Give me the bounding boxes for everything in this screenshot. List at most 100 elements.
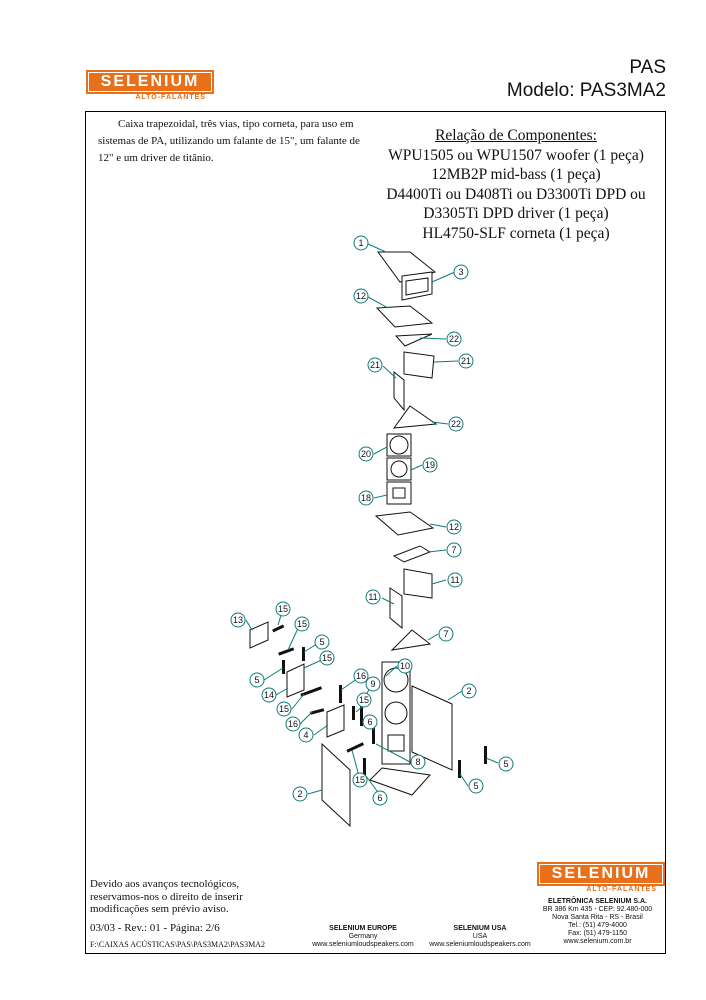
driver-hole [387, 734, 405, 752]
svg-text:11: 11 [450, 575, 459, 585]
svg-text:12: 12 [449, 522, 459, 532]
svg-text:2: 2 [297, 789, 302, 799]
svg-text:4: 4 [303, 730, 308, 740]
callout-19: 19 [422, 457, 438, 473]
brand-name: SELENIUM [537, 862, 665, 886]
callout-12: 12 [353, 288, 369, 304]
brand-tagline: ALTO-FALANTES [586, 886, 657, 893]
callout-2: 2 [461, 683, 477, 699]
svg-text:3: 3 [458, 267, 463, 277]
address-name: SELENIUM EUROPE [329, 925, 397, 932]
address-line: Fax: (51) 479-1150 [567, 930, 627, 937]
svg-text:16: 16 [356, 671, 366, 681]
callout-15: 15 [352, 772, 368, 788]
callout-21: 21 [367, 357, 383, 373]
callout-20: 20 [358, 446, 374, 462]
brace-6b [363, 758, 366, 780]
svg-text:21: 21 [461, 356, 471, 366]
header-model: Modelo: PAS3MA2 [506, 80, 666, 101]
brace-15d [352, 706, 355, 720]
callout-2: 2 [292, 786, 308, 802]
callout-15: 15 [275, 601, 291, 617]
panel-4 [326, 704, 345, 738]
callout-7: 7 [438, 626, 454, 642]
callout-14: 14 [261, 687, 277, 703]
callout-5: 5 [249, 672, 265, 688]
brand-logo-bottom: SELENIUM ALTO-FALANTES [537, 862, 665, 893]
component-list-title: Relação de Componentes: [435, 127, 597, 144]
revision-info: 03/03 - Rev.: 01 - Página: 2/6 [90, 922, 220, 934]
svg-text:5: 5 [503, 759, 508, 769]
side-panel-right [411, 685, 453, 771]
address-country: USA [472, 933, 488, 940]
callout-16: 16 [353, 668, 369, 684]
baffle-18-hole [392, 487, 406, 499]
panel-12-lower [374, 511, 435, 536]
svg-text:20: 20 [361, 449, 371, 459]
address-name: ELETRÔNICA SELENIUM S.A. [548, 898, 647, 905]
address-line: BR 386 Km 435 - CEP: 92.480-000 [542, 906, 653, 913]
callout-3: 3 [453, 264, 469, 280]
callout-11: 11 [447, 572, 463, 588]
svg-text:21: 21 [370, 360, 380, 370]
callout-22: 22 [448, 416, 464, 432]
callout-11: 11 [365, 589, 381, 605]
svg-text:15: 15 [297, 619, 307, 629]
horn-wedge-upper [394, 333, 433, 347]
file-path: F:\CAIXAS ACÚSTICAS\PAS\PAS3MA2\PAS3MA2 [90, 940, 265, 949]
callout-16: 16 [285, 716, 301, 732]
panel-bottom [369, 767, 431, 796]
panel-7-lower [390, 629, 432, 651]
brand-logo-top: SELENIUM ALTO-FALANTES [86, 70, 214, 101]
panel-3-inner [405, 277, 429, 296]
header-line1: PAS [629, 57, 666, 78]
midbass-hole [384, 701, 408, 725]
svg-text:18: 18 [361, 493, 371, 503]
svg-text:19: 19 [425, 460, 435, 470]
callout-15: 15 [319, 650, 335, 666]
horn-side-left [393, 370, 405, 412]
address-web: www.seleniumloudspeakers.com [312, 941, 414, 948]
svg-text:6: 6 [367, 717, 372, 727]
callout-1: 1 [353, 235, 369, 251]
callout-4: 4 [298, 727, 314, 743]
woofer-hole [383, 667, 409, 693]
address-brazil: ELETRÔNICA SELENIUM S.A. BR 386 Km 435 -… [530, 898, 665, 946]
callout-15: 15 [294, 616, 310, 632]
brace-5c [458, 760, 461, 778]
address-name: SELENIUM USA [453, 925, 507, 932]
callout-12: 12 [446, 519, 462, 535]
svg-text:7: 7 [451, 545, 456, 555]
svg-text:15: 15 [322, 653, 332, 663]
svg-text:8: 8 [415, 757, 420, 767]
svg-text:5: 5 [254, 675, 259, 685]
brace-9 [360, 700, 363, 726]
brand-name: SELENIUM [86, 70, 214, 94]
description: Caixa trapezoidal, três vias, tipo corne… [98, 118, 360, 164]
horn-wedge-lower [392, 405, 438, 429]
callout-10: 10 [397, 658, 413, 674]
brace-5d [484, 746, 487, 764]
svg-text:5: 5 [473, 781, 478, 791]
svg-text:6: 6 [377, 793, 382, 803]
callout-5: 5 [468, 778, 484, 794]
notice-line: modificações sem prévio aviso. [90, 903, 229, 915]
baffle-20-hole [389, 435, 409, 455]
address-europe: SELENIUM EUROPE Germany www.seleniumloud… [298, 925, 428, 949]
component-list: Relação de Componentes: WPU1505 ou WPU15… [366, 126, 666, 243]
address-line: Nova Santa Rita - RS - Brasil [552, 914, 643, 921]
svg-text:1: 1 [358, 238, 363, 248]
callout-6: 6 [372, 790, 388, 806]
svg-text:22: 22 [449, 334, 459, 344]
callout-bubbles: 1 3 12 22 21 21 22 20 19 18 12 7 11 11 7… [230, 235, 514, 806]
brace-15b [278, 647, 295, 656]
svg-text:16: 16 [288, 719, 298, 729]
brand-tagline: ALTO-FALANTES [135, 94, 206, 101]
address-usa: SELENIUM USA USA www.seleniumloudspeaker… [420, 925, 540, 949]
callout-15: 15 [276, 701, 292, 717]
address-web: www.selenium.com.br [563, 938, 632, 945]
svg-text:14: 14 [264, 690, 274, 700]
callout-5: 5 [498, 756, 514, 772]
svg-text:2: 2 [466, 686, 471, 696]
